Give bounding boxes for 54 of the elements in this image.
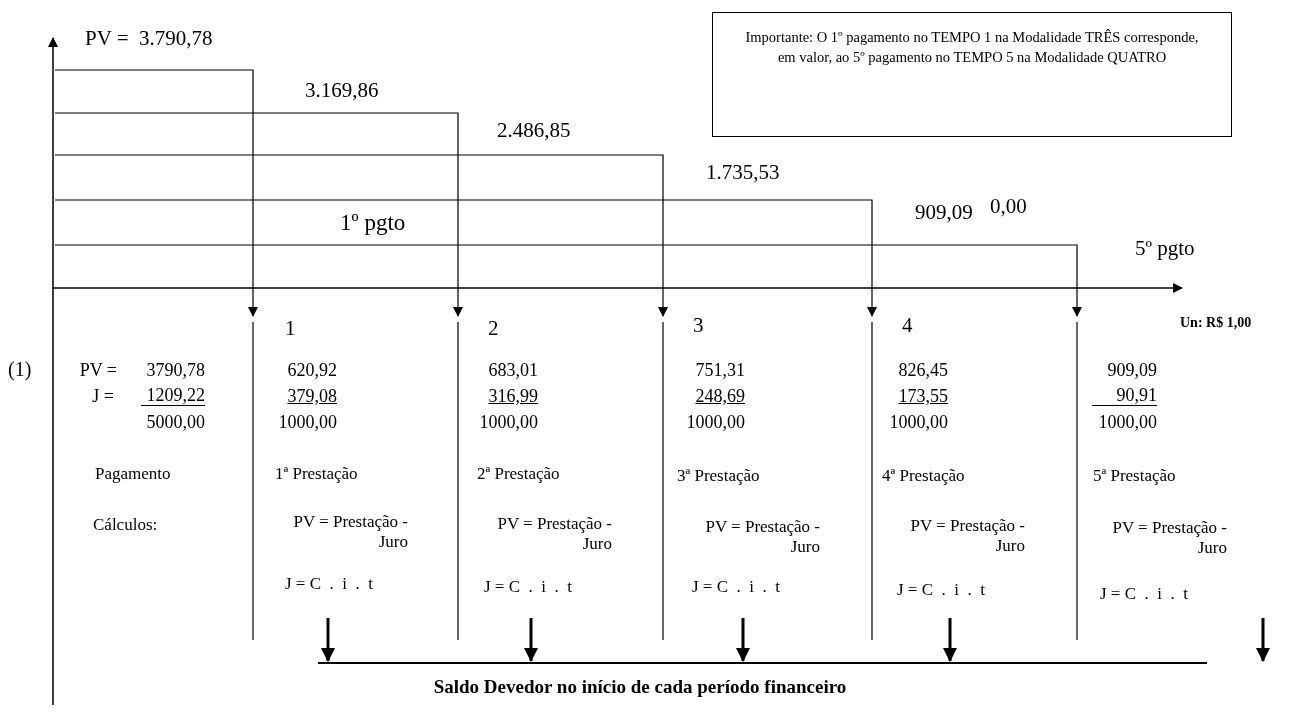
column-heading: 4ª Prestação [882, 466, 965, 486]
amount-value: 909,09 [1107, 360, 1157, 381]
note-box [712, 12, 1232, 137]
equation-label: J = [92, 386, 114, 407]
amount-value: 751,31 [695, 360, 745, 381]
amount-value: 248,69 [695, 386, 745, 407]
balance-value: 0,00 [990, 194, 1027, 219]
amount-value: 620,92 [287, 360, 337, 381]
formula-text: PV = Prestação - Juro [292, 512, 408, 552]
equation-label: PV = [79, 360, 117, 381]
formula-text: J = C . i . t [897, 580, 985, 600]
formula-text: J = C . i . t [1100, 584, 1188, 604]
row-label: Cálculos: [93, 515, 158, 535]
unit-label: Un: R$ 1,00 [1180, 315, 1252, 332]
amount-value: 379,08 [287, 386, 337, 407]
amount-value: 826,45 [898, 360, 948, 381]
caption-text: Saldo Devedor no início de cada período financeiro [433, 676, 847, 698]
amount-value: 173,55 [898, 386, 948, 407]
column-heading: 1ª Prestação [275, 464, 358, 484]
time-number: 1 [285, 316, 296, 341]
amount-value: 3790,78 [146, 360, 205, 381]
amount-value: 1000,00 [278, 412, 337, 433]
payment-label: 5º pgto [1135, 236, 1195, 261]
time-number: 2 [488, 316, 499, 341]
note-text: Importante: O 1º pagamento no TEMPO 1 na Modalidade TRÊS corresponde, em valor, ao 5º pagamento no TEMPO 5 na Modalidade QUATRO [744, 28, 1200, 68]
amount-value: 1000,00 [479, 412, 538, 433]
amount-value: 1209,22 [140, 386, 205, 406]
balance-value: 3.169,86 [305, 78, 379, 103]
formula-text: J = C . i . t [484, 577, 572, 597]
formula-text: J = C . i . t [692, 577, 780, 597]
balance-value: PV = 3.790,78 [85, 26, 213, 51]
column-heading: 3ª Prestação [677, 466, 760, 486]
amount-value: 316,99 [488, 386, 538, 407]
time-number: 3 [693, 313, 704, 338]
formula-text: PV = Prestação - Juro [1111, 518, 1227, 558]
column-heading: 5ª Prestação [1093, 466, 1176, 486]
payment-label: 1º pgto [340, 210, 406, 237]
row-label: Pagamento [95, 464, 171, 484]
formula-text: PV = Prestação - Juro [909, 516, 1025, 556]
formula-text: PV = Prestação - Juro [496, 514, 612, 554]
amount-value: 1000,00 [686, 412, 745, 433]
column-heading: 2ª Prestação [477, 464, 560, 484]
balance-value: 1.735,53 [706, 160, 780, 185]
formula-text: PV = Prestação - Juro [704, 517, 820, 557]
balance-value: 909,09 [915, 200, 973, 225]
formula-text: J = C . i . t [285, 574, 373, 594]
amount-value: 683,01 [488, 360, 538, 381]
amount-value: 1000,00 [1098, 412, 1157, 433]
amount-value: 1000,00 [889, 412, 948, 433]
balance-value: 2.486,85 [497, 118, 571, 143]
time-number: 4 [902, 313, 913, 338]
amount-value: 5000,00 [146, 412, 205, 433]
amount-value: 90,91 [1091, 386, 1157, 406]
row-number: (1) [8, 358, 32, 381]
